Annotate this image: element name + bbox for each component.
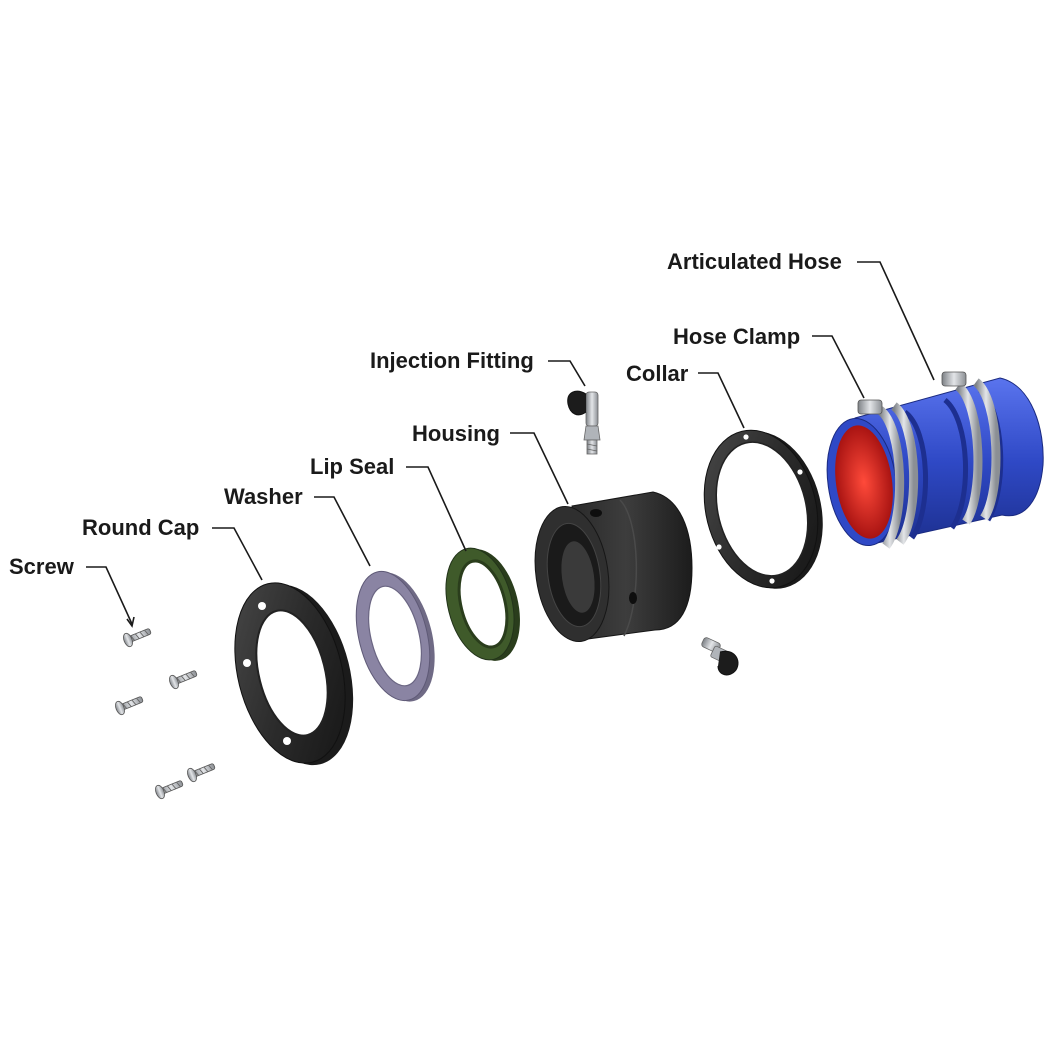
lip-seal [445,547,520,661]
screw-1 [123,628,152,648]
label-collar: Collar [626,361,689,386]
label-washer: Washer [224,484,303,509]
label-housing: Housing [412,421,500,446]
label-screw: Screw [9,554,75,579]
label-round-cap: Round Cap [82,515,199,540]
leader-screw [86,566,133,625]
part-labels: Screw Round Cap Washer Lip Seal Housing … [9,249,842,579]
screw-5 [155,780,184,800]
screws-group [115,628,216,800]
round-cap [234,582,354,766]
leader-housing [510,432,569,505]
leader-articulated-hose [857,261,935,381]
screw-4 [187,763,216,783]
collar [703,429,823,589]
leader-hose-clamp [812,335,865,399]
arrowhead-screw [126,616,135,628]
leader-collar [698,372,745,429]
injection-fitting-top [567,390,601,455]
leader-washer [314,496,371,567]
leader-round-cap [212,527,263,581]
washer [355,570,435,702]
label-lip-seal: Lip Seal [310,454,394,479]
screw-2 [169,670,198,690]
articulated-hose [826,377,1044,547]
screw-3 [115,696,144,716]
leader-lines [86,261,935,628]
label-injection-fitting: Injection Fitting [370,348,534,373]
housing [534,491,693,643]
injection-fitting-bottom [701,637,739,676]
leader-lip-seal [406,466,467,552]
label-hose-clamp: Hose Clamp [673,324,800,349]
leader-injection-fitting [548,360,586,387]
hose-clamps [857,371,1001,549]
label-articulated-hose: Articulated Hose [667,249,842,274]
